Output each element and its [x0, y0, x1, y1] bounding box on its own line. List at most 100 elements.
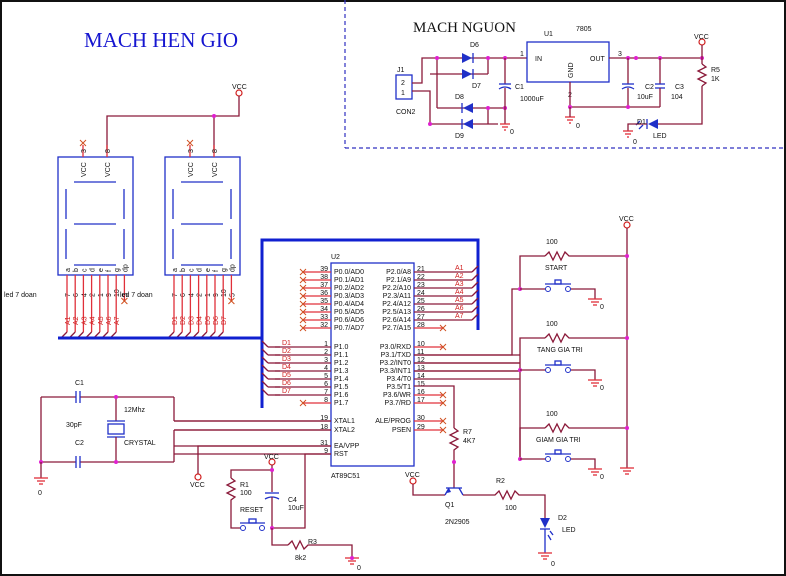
svg-text:VCC: VCC — [105, 162, 112, 177]
svg-text:R3: R3 — [308, 539, 317, 546]
svg-text:C2: C2 — [645, 84, 654, 91]
svg-text:P1.3: P1.3 — [334, 368, 349, 375]
seg-letter: dp — [229, 264, 236, 272]
diode-d8: D8 — [455, 94, 473, 113]
svg-text:P1.1: P1.1 — [334, 352, 349, 359]
svg-text:100: 100 — [240, 490, 252, 497]
svg-text:R7: R7 — [463, 429, 472, 436]
seg-pin-num: 9 — [213, 293, 220, 297]
regulator-u1[interactable] — [526, 41, 610, 83]
svg-text:37: 37 — [320, 282, 328, 289]
svg-text:2N2905: 2N2905 — [445, 519, 470, 526]
svg-text:D7: D7 — [472, 83, 481, 90]
seg-letter: f — [213, 270, 220, 272]
mcu-u2[interactable] — [330, 262, 415, 467]
svg-text:7: 7 — [324, 389, 328, 396]
svg-text:32: 32 — [320, 322, 328, 329]
svg-text:EA/VPP: EA/VPP — [334, 443, 360, 450]
svg-text:A2: A2 — [455, 273, 464, 280]
svg-text:P2.3/A11: P2.3/A11 — [383, 293, 411, 300]
svg-text:P2.0/A8: P2.0/A8 — [386, 269, 411, 276]
j1-name: CON2 — [396, 109, 416, 116]
pushbutton-start[interactable] — [545, 279, 571, 292]
svg-text:31: 31 — [320, 440, 328, 447]
svg-text:A4: A4 — [455, 289, 464, 296]
svg-text:VCC: VCC — [188, 162, 195, 177]
svg-text:34: 34 — [320, 306, 328, 313]
svg-text:24: 24 — [417, 290, 425, 297]
svg-text:P0.2/AD2: P0.2/AD2 — [334, 285, 364, 292]
svg-text:A1: A1 — [455, 265, 464, 272]
reset-button[interactable] — [240, 518, 265, 531]
reset-circuit: VCC VCC R1 100 C4 10uF RESET R3 8k2 0 — [190, 445, 361, 572]
seg-letter: d — [197, 268, 204, 272]
seg-pin-num: 6 — [180, 293, 187, 297]
svg-text:P0.1/AD1: P0.1/AD1 — [334, 277, 364, 284]
svg-text:P3.4/T0: P3.4/T0 — [386, 376, 411, 383]
svg-text:16: 16 — [417, 389, 425, 396]
seg-net-label: D2 — [180, 316, 187, 325]
svg-text:5: 5 — [324, 373, 328, 380]
svg-text:D5: D5 — [282, 372, 291, 379]
svg-text:P1.0: P1.0 — [334, 344, 349, 351]
svg-text:P1.6: P1.6 — [334, 392, 349, 399]
pushbutton-giam-gia-tri[interactable] — [545, 449, 571, 462]
seg-pin-num: 2 — [90, 293, 97, 297]
diode-d9: D9 — [455, 119, 473, 140]
pushbutton-tang-gia-tri[interactable] — [545, 360, 571, 373]
svg-text:29: 29 — [417, 424, 425, 431]
svg-text:36: 36 — [320, 290, 328, 297]
seg-pin-num: 4 — [188, 293, 195, 297]
button-label: TANG GIA TRI — [537, 347, 583, 354]
svg-text:3: 3 — [81, 149, 88, 153]
svg-text:2: 2 — [324, 349, 328, 356]
mcu-pin-14: 14 P3.4/T0 — [386, 373, 520, 383]
svg-text:RESET: RESET — [240, 507, 264, 514]
svg-text:A3: A3 — [455, 281, 464, 288]
svg-text:19: 19 — [320, 415, 328, 422]
svg-text:D7: D7 — [282, 388, 291, 395]
mcu-part: AT89C51 — [331, 473, 360, 480]
svg-text:14: 14 — [417, 373, 425, 380]
svg-text:R2: R2 — [496, 478, 505, 485]
mcu-pin-24: 24 P2.3/A11 A4 — [383, 289, 479, 300]
j1-pin2: 2 — [401, 80, 405, 87]
seg-net-label: D6 — [213, 316, 220, 325]
seg-pin-num: 2 — [197, 293, 204, 297]
svg-text:8: 8 — [212, 149, 219, 153]
svg-text:17: 17 — [417, 397, 425, 404]
seg-letter: dp — [122, 264, 129, 272]
seg-letter: f — [106, 270, 113, 272]
j1-pin1: 1 — [401, 90, 405, 97]
svg-text:3: 3 — [618, 51, 622, 58]
connector-j1[interactable] — [395, 74, 413, 100]
svg-text:21: 21 — [417, 266, 425, 273]
svg-text:30pF: 30pF — [66, 422, 82, 429]
seg-letter: a — [172, 268, 179, 272]
svg-text:C4: C4 — [288, 497, 297, 504]
svg-text:D4: D4 — [282, 364, 291, 371]
seg-letter: e — [205, 268, 212, 272]
seg-net-label: D5 — [205, 316, 212, 325]
svg-text:33: 33 — [320, 314, 328, 321]
svg-text:R5: R5 — [711, 67, 720, 74]
svg-text:CRYSTAL: CRYSTAL — [124, 440, 156, 447]
mcu-pin-7: 7 P1.6 D7 — [261, 388, 349, 399]
svg-text:P0.4/AD4: P0.4/AD4 — [334, 301, 364, 308]
svg-text:1: 1 — [520, 51, 524, 58]
button-label: GIAM GIA TRI — [536, 437, 581, 444]
svg-text:P0.3/AD3: P0.3/AD3 — [334, 293, 364, 300]
svg-text:VCC: VCC — [212, 162, 219, 177]
svg-text:P3.0/RXD: P3.0/RXD — [380, 344, 411, 351]
svg-text:RST: RST — [334, 451, 349, 458]
seg-pin-num: 4 — [81, 293, 88, 297]
